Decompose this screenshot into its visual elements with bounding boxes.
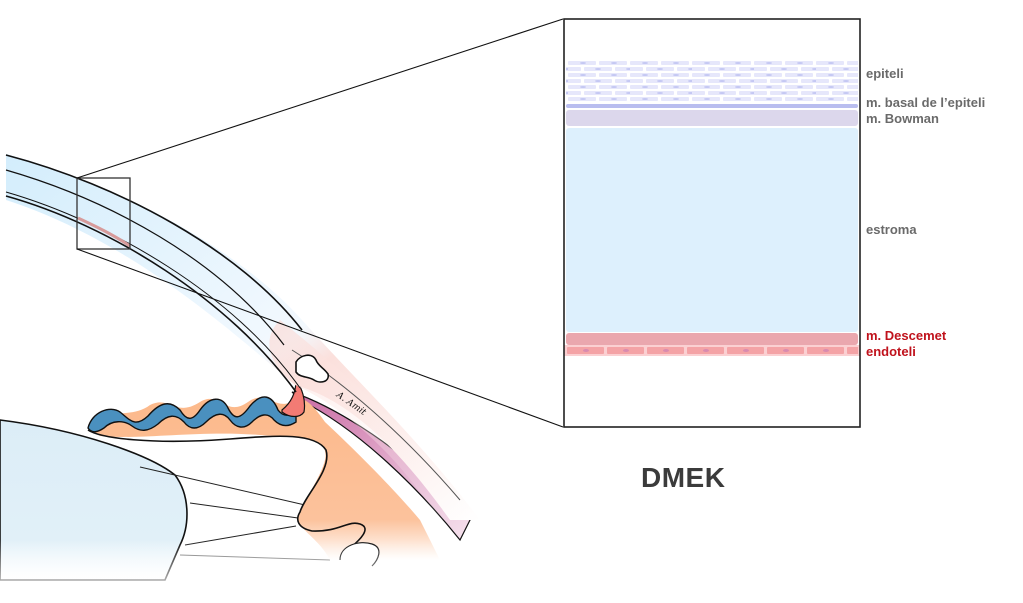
magnifier (76, 18, 564, 428)
layer-stroma (566, 128, 858, 332)
iris-back-outline (87, 429, 366, 549)
trabecular-meshwork (281, 378, 306, 418)
label-bowman: m. Bowman (866, 111, 939, 126)
procedure-title: DMEK (641, 462, 726, 493)
layer-descemet (566, 333, 858, 345)
layer-epithelium (566, 60, 858, 102)
layer-basal-membrane (566, 104, 858, 108)
cornea-anterior-surface (5, 154, 303, 331)
label-epithelium: epiteli (866, 66, 904, 81)
cornea-layer-panel (563, 18, 861, 428)
panel-frame (563, 18, 861, 428)
label-basal-membrane: m. basal de l’epiteli (866, 95, 986, 110)
bottom-fade (0, 540, 520, 603)
anterior-segment-anatomy: A. Amit (0, 154, 520, 603)
layer-bowman (566, 110, 858, 126)
label-stroma: estroma (866, 222, 917, 237)
label-endothelium: endoteli (866, 344, 916, 359)
iris-pigment-epithelium (87, 396, 297, 433)
descemet-highlight (77, 216, 131, 248)
layer-endothelium (566, 346, 858, 355)
schlemm-canal (295, 354, 330, 383)
cornea-inner-line (5, 169, 285, 346)
iris-stroma (88, 397, 440, 560)
cornea-posterior-inner (5, 191, 301, 389)
cornea-posterior-surface (5, 195, 297, 393)
label-descemet: m. Descemet (866, 328, 947, 343)
magnifier-box (76, 177, 131, 250)
magnifier-line-bottom (76, 248, 564, 428)
magnifier-line-top (76, 18, 564, 179)
